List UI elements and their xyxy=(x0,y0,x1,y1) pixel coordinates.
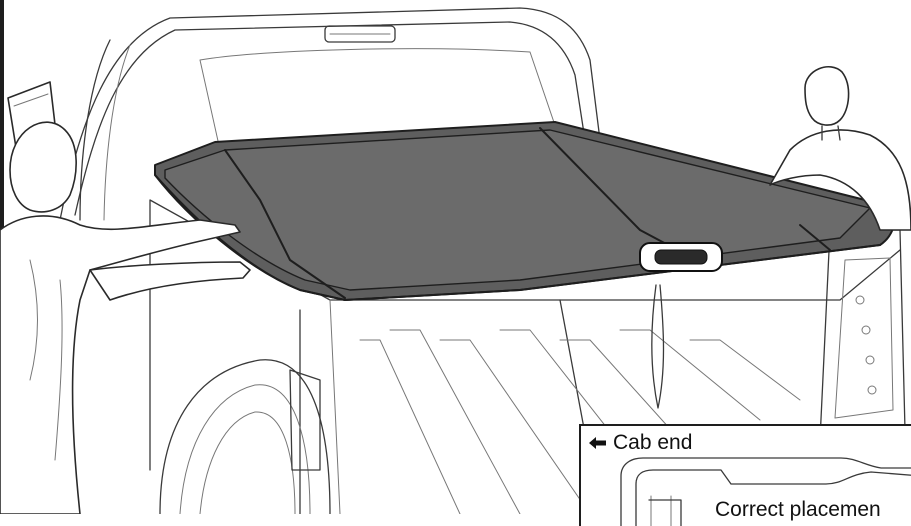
tonneau-cover xyxy=(154,121,895,409)
truck-installation-illustration xyxy=(0,7,911,514)
cab-end-label-row: Cab end xyxy=(587,430,692,456)
left-installer-figure xyxy=(0,121,251,514)
left-arrow-icon xyxy=(589,437,606,449)
truck-cab xyxy=(59,7,601,221)
placement-caption: Correct placemen xyxy=(715,498,881,521)
right-installer-figure xyxy=(769,66,911,231)
cab-end-label: Cab end xyxy=(613,431,693,454)
placement-detail-inset: Cab end Correct placemen xyxy=(579,424,911,526)
